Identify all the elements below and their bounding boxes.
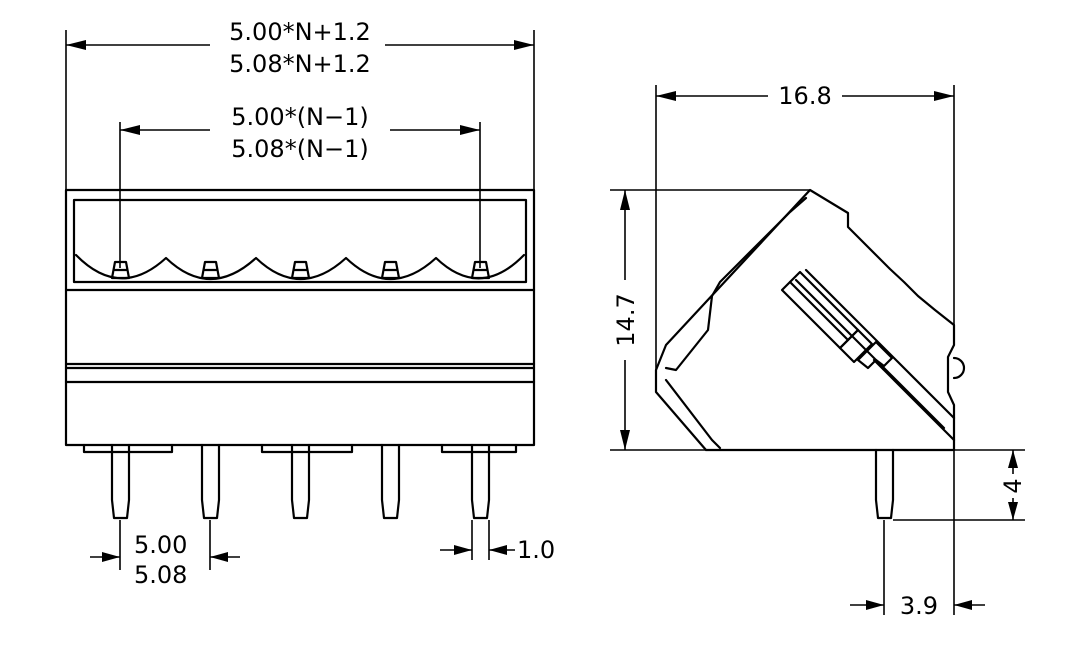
pin	[380, 443, 401, 520]
front-pins	[110, 443, 491, 520]
arrow-right	[866, 600, 884, 610]
front-scallops	[74, 253, 526, 280]
overall-width-label-1: 5.00*N+1.2	[229, 18, 371, 46]
dim-pin-length: 4	[893, 449, 1027, 521]
side-wire-slot-inner	[788, 280, 850, 342]
arrow-right	[454, 545, 472, 555]
side-pin	[874, 448, 895, 520]
contact-slot	[110, 260, 131, 280]
arrow-left	[489, 545, 507, 555]
arrow-down	[1008, 502, 1018, 520]
pin	[290, 443, 311, 520]
arrow-left	[66, 40, 86, 50]
pin-span-label-2: 5.08*(N−1)	[231, 135, 369, 163]
dim-pitch: 5.00 5.08	[90, 520, 240, 589]
dim-overall-width: 5.00*N+1.2 5.08*N+1.2	[65, 18, 535, 190]
arrow-down	[620, 430, 630, 450]
pin	[110, 443, 131, 520]
side-body-outline	[654, 188, 956, 452]
arrow-left	[656, 91, 676, 101]
dim-depth: 16.8	[655, 82, 955, 372]
pin-span-label-1: 5.00*(N−1)	[231, 103, 369, 131]
pin-length-label: 4	[999, 478, 1027, 493]
overall-width-label-2: 5.08*N+1.2	[229, 50, 371, 78]
side-inner-edge	[664, 196, 808, 372]
arrow-left	[120, 125, 140, 135]
front-window	[72, 198, 528, 284]
arrow-right	[460, 125, 480, 135]
side-lower-edge	[664, 378, 722, 450]
arrow-right	[514, 40, 534, 50]
arrow-right	[102, 552, 120, 562]
side-latch	[952, 356, 966, 380]
contact-slots	[110, 260, 491, 280]
pitch-label-2: 5.08	[134, 561, 187, 589]
pitch-label-1: 5.00	[134, 531, 187, 559]
arrow-up	[1008, 450, 1018, 468]
front-body-outline	[64, 188, 536, 447]
arrow-up	[620, 190, 630, 210]
side-cavity-line-1	[804, 268, 956, 420]
pin-offset-label: 3.9	[900, 592, 938, 620]
pin	[470, 443, 491, 520]
dim-pin-width: 1.0	[440, 520, 555, 564]
side-view	[654, 188, 966, 520]
front-view	[64, 188, 536, 520]
contact-slot	[200, 260, 221, 280]
dim-pin-offset: 3.9	[850, 450, 985, 620]
depth-label: 16.8	[778, 82, 831, 110]
pin-width-label: 1.0	[517, 536, 555, 564]
contact-slot	[380, 260, 401, 280]
arrow-left	[954, 600, 972, 610]
side-clamp-screw	[856, 340, 894, 370]
arrow-left	[210, 552, 228, 562]
side-clamp	[838, 328, 874, 364]
height-label: 14.7	[612, 293, 640, 346]
pin	[200, 443, 221, 520]
arrow-right	[934, 91, 954, 101]
side-cavity-line-3	[872, 358, 956, 442]
side-cavity-line-2	[794, 278, 946, 430]
dim-height: 14.7	[610, 189, 810, 451]
contact-slot	[470, 260, 491, 280]
contact-slot	[290, 260, 311, 280]
dim-pin-span: 5.00*(N−1) 5.08*(N−1)	[119, 103, 481, 268]
